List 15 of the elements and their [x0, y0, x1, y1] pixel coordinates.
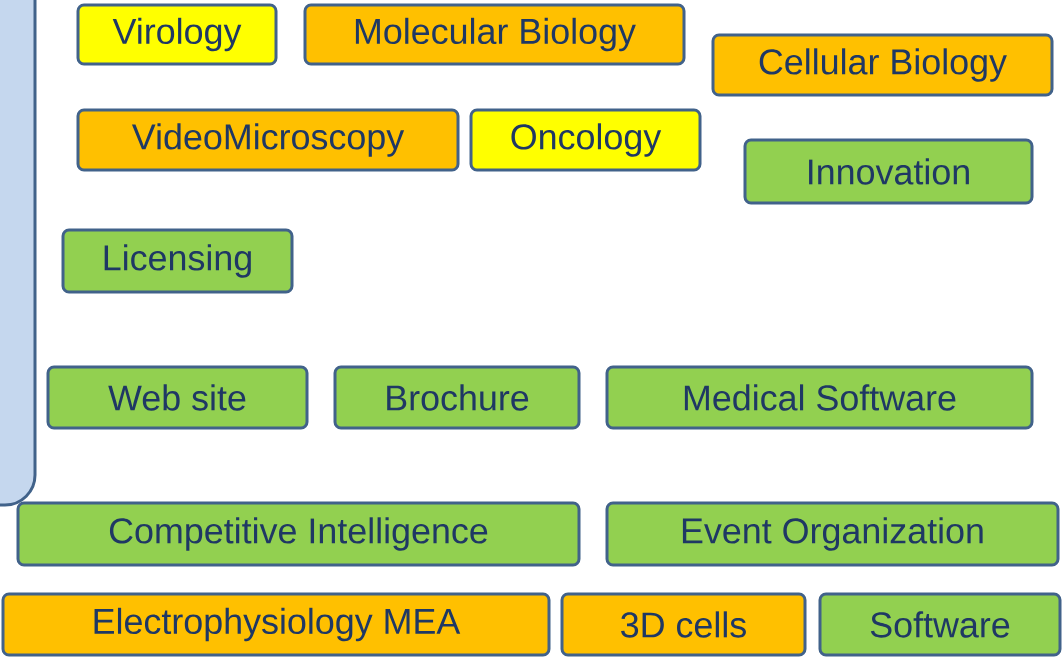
- topic-box: Innovation: [743, 138, 1034, 205]
- topic-box: VideoMicroscopy: [76, 108, 460, 172]
- topic-box: Software: [818, 592, 1062, 657]
- topic-box: Virology: [76, 3, 278, 66]
- topic-box: Competitive Intelligence: [16, 501, 581, 567]
- topic-box: Molecular Biology: [303, 3, 686, 66]
- topic-box: Cellular Biology: [711, 33, 1054, 97]
- topic-box: Licensing: [61, 228, 294, 294]
- topic-box: Oncology: [469, 108, 702, 172]
- topic-box: Brochure: [333, 365, 581, 430]
- topic-box: 3D cells: [560, 592, 807, 657]
- topic-box: Web site: [46, 365, 309, 430]
- topic-box: Event Organization: [605, 501, 1060, 567]
- topic-box: Electrophysiology MEA: [1, 592, 551, 657]
- topic-box: Medical Software: [605, 365, 1034, 430]
